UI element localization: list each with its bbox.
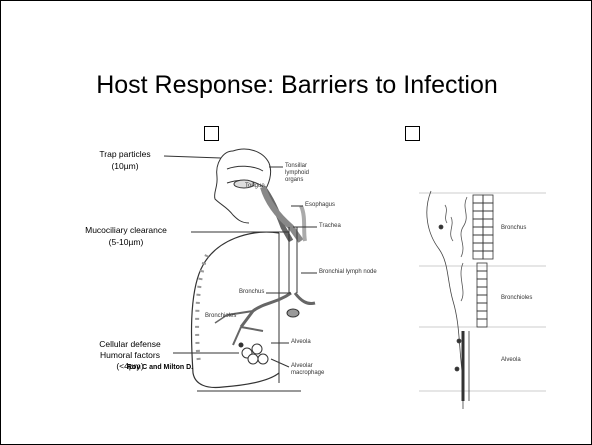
label-tongue: Tongue — [245, 183, 265, 190]
label-alveolar-macrophage-2: macrophage — [291, 370, 324, 377]
label-esophagus: Esophagus — [305, 202, 335, 209]
label-tonsillar-1: Tonsillar — [285, 163, 307, 170]
label-trap-particles: Trap particles — [85, 149, 165, 159]
label-right-bronchioles: Bronchioles — [501, 295, 532, 302]
label-mucociliary-size: (5-10µm) — [61, 237, 191, 247]
label-tonsillar-3: organs — [285, 177, 303, 184]
credit-text: Roy C and Milton D. — [127, 364, 193, 371]
label-bronchus: Bronchus — [239, 289, 264, 296]
label-cellular: Cellular defense — [85, 339, 175, 349]
label-alveolar-macrophage-1: Alveolar — [291, 363, 313, 370]
label-mucociliary: Mucociliary clearance — [61, 225, 191, 235]
label-alveola: Alveola — [291, 339, 311, 346]
label-bronchioles: Bronchioles — [205, 313, 236, 320]
label-right-alveola: Alveola — [501, 357, 521, 364]
label-tonsillar-2: lymphoid — [285, 170, 309, 177]
label-bronchial-lymph: Bronchial lymph node — [319, 269, 377, 276]
label-trap-size: (10µm) — [85, 161, 165, 171]
label-right-bronchus: Bronchus — [501, 225, 526, 232]
label-humoral: Humoral factors — [85, 350, 175, 360]
label-trachea: Trachea — [319, 223, 341, 230]
